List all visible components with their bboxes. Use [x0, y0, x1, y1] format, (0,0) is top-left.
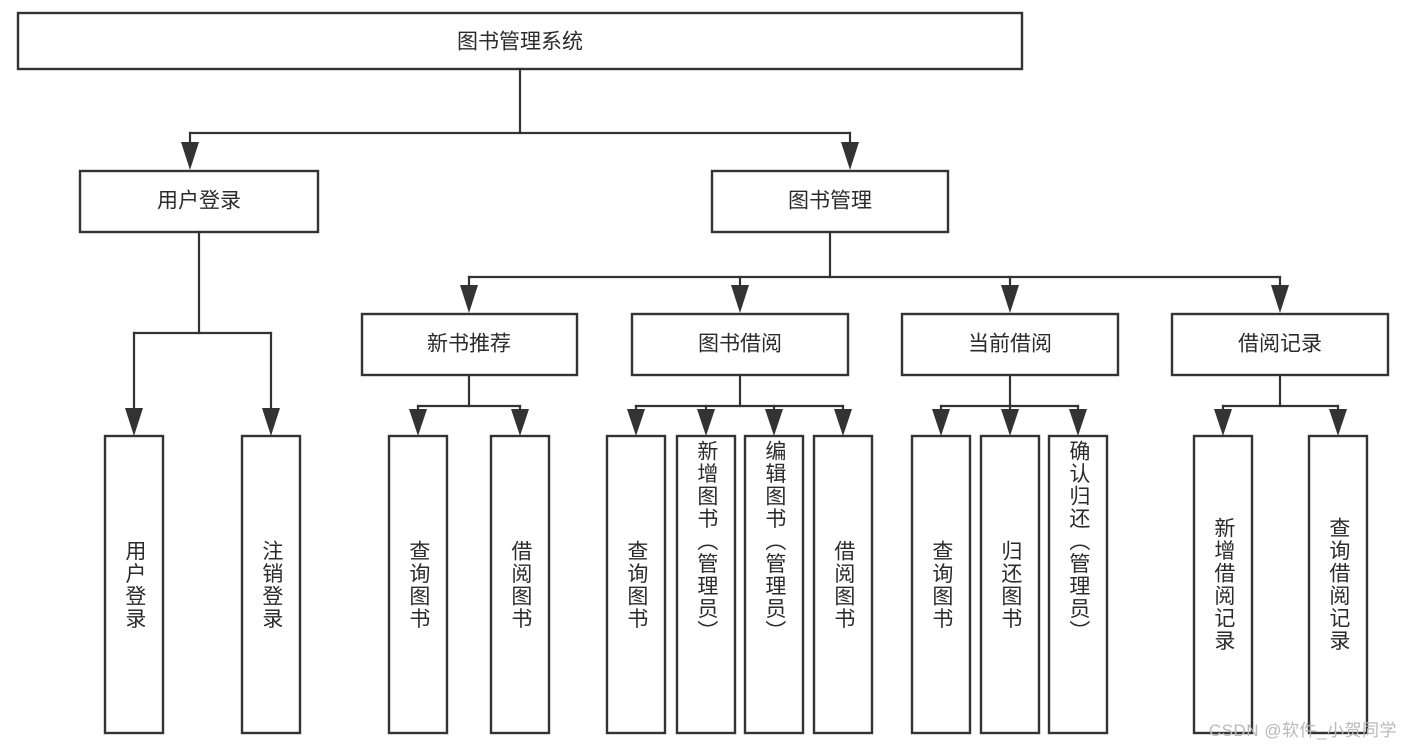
node-borrow-record-label: 借阅记录: [1238, 333, 1322, 356]
connector-root-to-level2: [181, 67, 859, 170]
leaf-label-query-book-3: 查询图书: [929, 539, 953, 630]
node-borrow-record-box[interactable]: [1170, 312, 1390, 377]
leaf-box-query-borrow-record[interactable]: [1307, 434, 1369, 735]
arrow-head-icon: [1271, 285, 1289, 313]
arrow-head-icon: [1069, 409, 1087, 436]
node-book-management-box[interactable]: [710, 169, 950, 234]
leaf-label-wrap-query-book-3: 查询图书: [912, 436, 970, 733]
leaf-label-wrap-user-login: 用户登录: [105, 436, 163, 733]
node-root-label: 图书管理系统: [457, 31, 583, 54]
arrow-head-icon: [409, 409, 427, 436]
node-user-login-label: 用户登录: [157, 190, 241, 213]
arrow-head-icon: [834, 409, 852, 436]
arrow-head-icon: [1001, 285, 1019, 313]
leaf-box-add-book-admin[interactable]: [675, 434, 737, 735]
leaf-box-user-login[interactable]: [103, 434, 165, 735]
node-new-book-recommend[interactable]: 新书推荐: [360, 312, 579, 377]
node-book-borrow[interactable]: 图书借阅: [630, 312, 850, 377]
leaf-label-logout: 注销登录: [259, 539, 283, 630]
arrow-head-icon: [697, 409, 715, 436]
leaf-label-wrap-confirm-return-admin: 确认归还（管理员）: [1049, 436, 1107, 733]
arrow-head-icon: [932, 409, 950, 436]
arrow-head-icon: [460, 285, 478, 313]
connector-book-management-to-level3: [460, 230, 1289, 313]
leaf-label-confirm-return-admin: 确认归还（管理员）: [1066, 440, 1090, 643]
connector-current-borrow-to-leaves: [932, 373, 1087, 436]
leaf-box-return-book[interactable]: [979, 434, 1041, 735]
leaf-label-edit-book-admin: 编辑图书（管理员）: [762, 440, 786, 643]
arrow-head-icon: [1329, 409, 1347, 436]
connector-new-book-recommend-to-leaves: [409, 373, 529, 436]
node-new-book-recommend-label: 新书推荐: [427, 333, 511, 356]
connector-borrow-record-to-leaves: [1214, 373, 1347, 436]
leaf-label-borrow-book-1: 借阅图书: [508, 539, 532, 630]
leaf-label-wrap-add-book-admin: 新增图书（管理员）: [677, 436, 735, 733]
node-root-box[interactable]: [16, 11, 1024, 71]
leaf-label-wrap-return-book: 归还图书: [981, 436, 1039, 733]
leaf-label-wrap-logout: 注销登录: [242, 436, 300, 733]
leaf-box-logout[interactable]: [240, 434, 302, 735]
leaf-label-add-borrow-record: 新增借阅记录: [1211, 517, 1235, 652]
leaf-label-query-book-2: 查询图书: [624, 539, 648, 630]
leaf-label-wrap-borrow-book-1: 借阅图书: [491, 436, 549, 733]
arrow-head-icon: [765, 409, 783, 436]
leaf-label-borrow-book-2: 借阅图书: [831, 539, 855, 630]
node-root[interactable]: 图书管理系统: [16, 11, 1024, 71]
arrow-head-icon: [1214, 409, 1232, 436]
arrow-head-icon: [511, 409, 529, 436]
node-user-login-box[interactable]: [78, 169, 320, 234]
csdn-watermark: CSDN @软件_小贺同学: [1208, 721, 1397, 740]
node-current-borrow-label: 当前借阅: [968, 333, 1052, 356]
leaf-label-add-book-admin: 新增图书（管理员）: [694, 440, 718, 643]
leaf-label-wrap-borrow-book-2: 借阅图书: [814, 436, 872, 733]
connector-book-borrow-to-leaves: [627, 373, 852, 436]
node-current-borrow[interactable]: 当前借阅: [900, 312, 1120, 377]
leaf-label-query-borrow-record: 查询借阅记录: [1326, 517, 1350, 652]
arrow-head-icon: [181, 142, 199, 170]
arrow-head-icon: [731, 285, 749, 313]
leaf-label-query-book-1: 查询图书: [406, 539, 430, 630]
node-book-management-label: 图书管理: [788, 190, 872, 213]
leaf-box-borrow-book-1[interactable]: [489, 434, 551, 735]
leaf-label-wrap-add-borrow-record: 新增借阅记录: [1194, 436, 1252, 733]
leaf-box-query-book-1[interactable]: [387, 434, 449, 735]
leaf-box-query-book-3[interactable]: [910, 434, 972, 735]
leaf-label-wrap-query-book-2: 查询图书: [607, 436, 665, 733]
leaf-box-borrow-book-2[interactable]: [812, 434, 874, 735]
leaf-box-edit-book-admin[interactable]: [743, 434, 805, 735]
leaf-label-user-login: 用户登录: [122, 539, 146, 630]
arrow-head-icon: [841, 142, 859, 170]
node-book-borrow-label: 图书借阅: [698, 333, 782, 356]
leaf-label-return-book: 归还图书: [998, 539, 1022, 630]
arrow-head-icon: [1001, 409, 1019, 436]
node-new-book-recommend-box[interactable]: [360, 312, 579, 377]
node-book-borrow-box[interactable]: [630, 312, 850, 377]
node-book-management[interactable]: 图书管理: [710, 169, 950, 234]
leaf-box-query-book-2[interactable]: [605, 434, 667, 735]
arrow-head-icon: [627, 409, 645, 436]
leaf-label-wrap-query-borrow-record: 查询借阅记录: [1309, 436, 1367, 733]
leaf-label-wrap-query-book-1: 查询图书: [389, 436, 447, 733]
leaf-box-add-borrow-record[interactable]: [1192, 434, 1254, 735]
node-user-login[interactable]: 用户登录: [78, 169, 320, 234]
node-borrow-record[interactable]: 借阅记录: [1170, 312, 1390, 377]
leaf-label-wrap-edit-book-admin: 编辑图书（管理员）: [745, 436, 803, 733]
arrow-head-icon: [125, 408, 143, 436]
arrow-head-icon: [262, 408, 280, 436]
leaf-box-confirm-return-admin[interactable]: [1047, 434, 1109, 735]
connector-user-login-to-leaves: [125, 230, 280, 436]
